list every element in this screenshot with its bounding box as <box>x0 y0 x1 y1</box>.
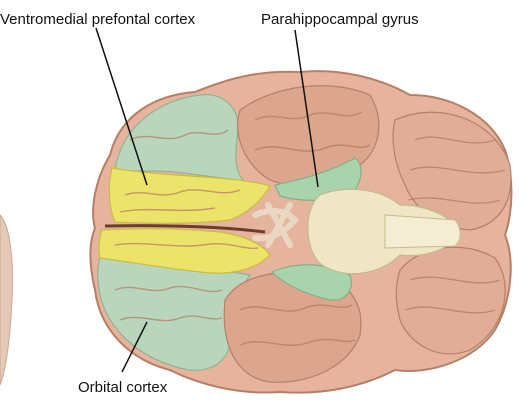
cerebellum-upper <box>392 111 512 231</box>
orbital-leader-line <box>121 321 148 373</box>
cerebellum-lower <box>395 246 506 355</box>
optic-nerves <box>252 202 300 248</box>
orbital-cortex-upper <box>114 94 247 184</box>
vmpfc-leader-line <box>95 27 148 186</box>
parahippocampal-gyrus-lower <box>270 264 352 301</box>
gyri-texture <box>114 111 506 346</box>
longitudinal-fissure <box>104 224 266 234</box>
medulla <box>384 214 461 249</box>
brainstem <box>307 188 461 275</box>
parahippocampal-leader-line <box>294 29 319 188</box>
adjacent-image-fragment <box>0 214 13 386</box>
vmpfc-label: Ventromedial prefontal cortex <box>0 11 196 28</box>
orbital-cortex-label: Orbital cortex <box>78 379 168 396</box>
vmpfc-lower <box>98 228 271 274</box>
parahippocampal-gyrus-label: Parahippocampal gyrus <box>261 11 419 28</box>
